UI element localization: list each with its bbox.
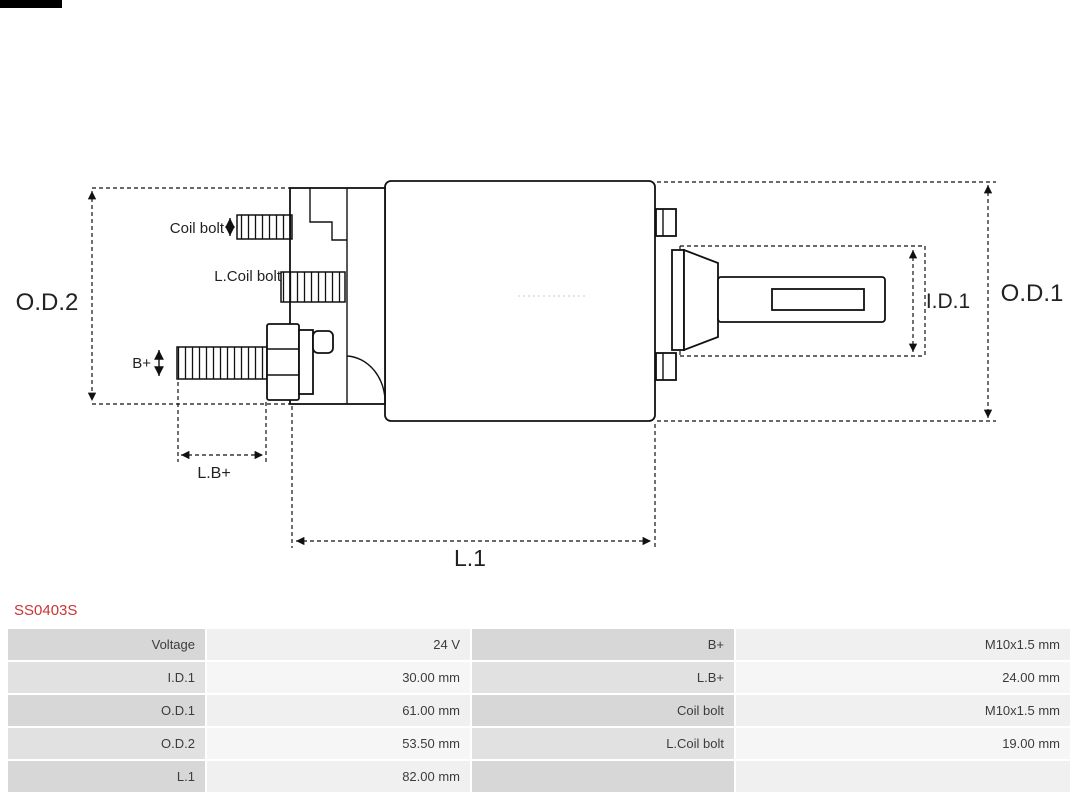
dimension-od1: O.D.1 (657, 181, 1064, 422)
spec-value: 53.50 mm (207, 728, 470, 759)
spec-label: Coil bolt (472, 695, 734, 726)
spec-value: M10x1.5 mm (736, 629, 1070, 660)
spec-label: L.1 (8, 761, 205, 792)
spec-value (736, 761, 1070, 792)
od1-label: O.D.1 (1001, 280, 1064, 307)
spec-value: 24 V (207, 629, 470, 660)
spec-label: I.D.1 (8, 662, 205, 693)
table-row: O.D.1 61.00 mm Coil bolt M10x1.5 mm (8, 695, 1070, 726)
spec-value: 19.00 mm (736, 728, 1070, 759)
spec-value: 24.00 mm (736, 662, 1070, 693)
l-coil-bolt-label: L.Coil bolt (214, 268, 282, 285)
spec-value: 82.00 mm (207, 761, 470, 792)
coil-bolt: Coil bolt (170, 214, 293, 240)
dimension-l1: L.1 (291, 406, 656, 571)
lb-plus-label: L.B+ (197, 465, 230, 482)
solenoid-body (384, 180, 656, 422)
spec-table: Voltage 24 V B+ M10x1.5 mm I.D.1 30.00 m… (8, 629, 1070, 792)
coil-bolt-label: Coil bolt (170, 220, 225, 237)
logo-fragment (0, 0, 62, 8)
l-coil-bolt-bushing: L.Coil bolt (214, 268, 346, 303)
spec-label (472, 761, 734, 792)
l1-label: L.1 (454, 545, 486, 571)
plunger (671, 248, 886, 352)
spec-value: 30.00 mm (207, 662, 470, 693)
spec-value: M10x1.5 mm (736, 695, 1070, 726)
spec-label: O.D.1 (8, 695, 205, 726)
table-row: I.D.1 30.00 mm L.B+ 24.00 mm (8, 662, 1070, 693)
spec-value: 61.00 mm (207, 695, 470, 726)
table-row: O.D.2 53.50 mm L.Coil bolt 19.00 mm (8, 728, 1070, 759)
spec-label: B+ (472, 629, 734, 660)
rear-tabs (655, 208, 677, 381)
spec-label: Voltage (8, 629, 205, 660)
table-row: Voltage 24 V B+ M10x1.5 mm (8, 629, 1070, 660)
dimension-lb-plus: L.B+ (177, 382, 267, 482)
spec-label: L.B+ (472, 662, 734, 693)
id1-label: I.D.1 (926, 290, 970, 313)
b-plus-label: B+ (132, 355, 151, 372)
b-plus-terminal: B+ (132, 323, 334, 401)
table-row: L.1 82.00 mm (8, 761, 1070, 792)
product-code: SS0403S (14, 602, 78, 619)
spec-label: O.D.2 (8, 728, 205, 759)
solenoid-technical-drawing: O.D.2 O.D.1 I.D.1 L.B+ L.1 (16, 180, 1064, 571)
dimension-od2: O.D.2 (16, 187, 290, 405)
spec-label: L.Coil bolt (472, 728, 734, 759)
od2-label: O.D.2 (16, 289, 79, 316)
